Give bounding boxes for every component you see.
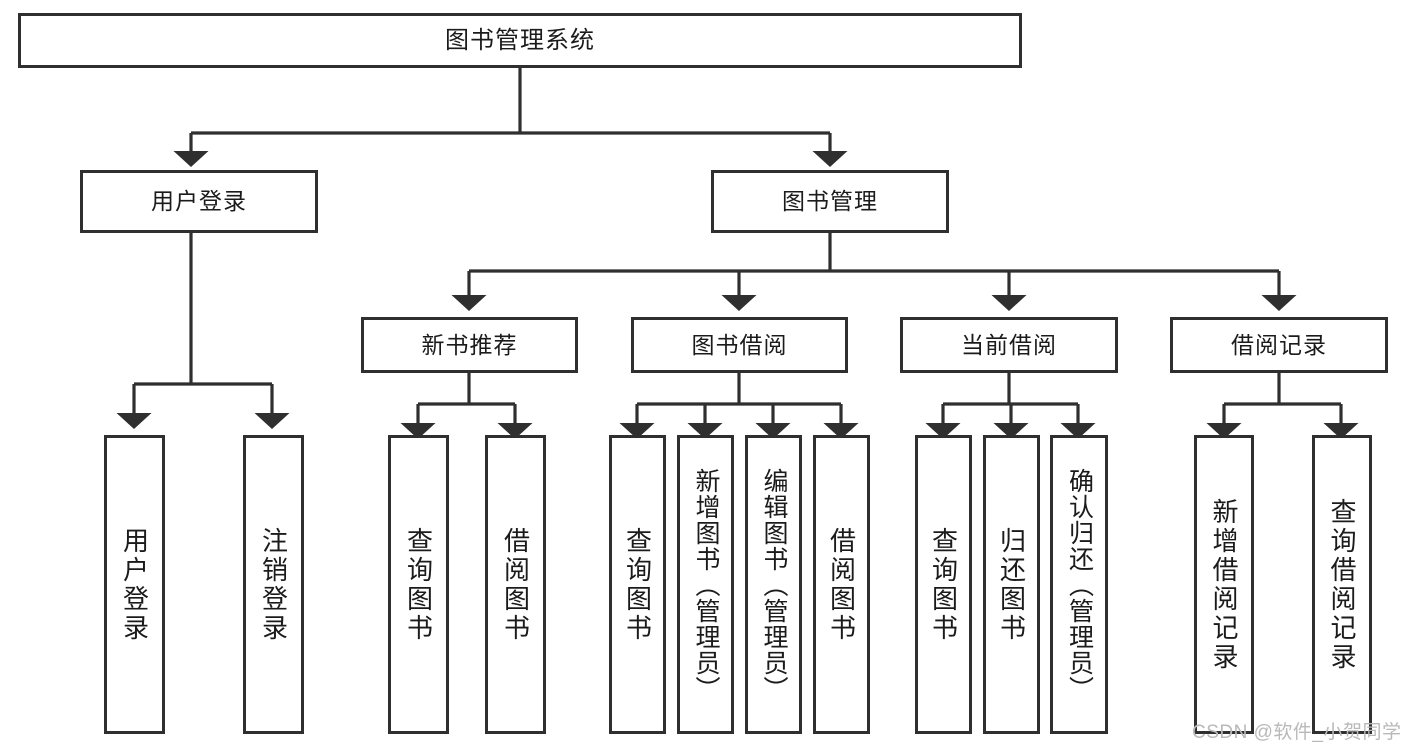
node-label: 确认归还（管理员） xyxy=(1065,467,1094,702)
leaf-logout[interactable]: 注销登录 xyxy=(243,435,304,734)
node-label: 新书推荐 xyxy=(421,331,518,358)
node-book-management[interactable]: 图书管理 xyxy=(711,170,949,233)
node-user-login[interactable]: 用户登录 xyxy=(80,170,318,233)
node-borrowing-record[interactable]: 借阅记录 xyxy=(1170,317,1388,373)
node-book-borrowing[interactable]: 图书借阅 xyxy=(631,317,848,373)
leaf-borrow-book[interactable]: 借阅图书 xyxy=(813,435,870,734)
leaf-edit-book-admin[interactable]: 编辑图书（管理员） xyxy=(745,435,802,734)
node-label: 借阅图书 xyxy=(500,526,531,643)
node-current-borrowing[interactable]: 当前借阅 xyxy=(900,317,1118,373)
node-label: 查询借阅记录 xyxy=(1327,497,1357,672)
watermark-text: CSDN @软件_小贺同学 xyxy=(1192,722,1402,743)
leaf-borrow-book-recommend[interactable]: 借阅图书 xyxy=(485,435,546,734)
leaf-query-book-recommend[interactable]: 查询图书 xyxy=(388,435,449,734)
node-label: 查询图书 xyxy=(622,526,653,643)
leaf-add-borrow-record[interactable]: 新增借阅记录 xyxy=(1194,435,1254,734)
leaf-query-book-borrow[interactable]: 查询图书 xyxy=(609,435,666,734)
node-label: 编辑图书（管理员） xyxy=(760,467,788,702)
node-new-book-recommendation[interactable]: 新书推荐 xyxy=(361,317,578,373)
node-root-book-management-system[interactable]: 图书管理系统 xyxy=(18,13,1022,68)
node-label: 图书管理 xyxy=(782,188,878,215)
leaf-query-book-current[interactable]: 查询图书 xyxy=(915,435,972,734)
node-label: 当前借阅 xyxy=(961,331,1057,358)
node-label: 查询图书 xyxy=(928,526,959,643)
node-label: 注销登录 xyxy=(258,526,289,643)
leaf-confirm-return-admin[interactable]: 确认归还（管理员） xyxy=(1050,435,1108,734)
node-label: 借阅记录 xyxy=(1231,331,1327,358)
leaf-user-login[interactable]: 用户登录 xyxy=(104,435,165,734)
node-label: 借阅图书 xyxy=(826,526,857,643)
leaf-add-book-admin[interactable]: 新增图书（管理员） xyxy=(677,435,734,734)
node-label: 查询图书 xyxy=(403,526,434,643)
node-label: 图书借阅 xyxy=(691,331,788,358)
node-label: 图书管理系统 xyxy=(445,26,595,54)
leaf-return-book[interactable]: 归还图书 xyxy=(983,435,1040,734)
node-label: 新增图书（管理员） xyxy=(692,467,720,702)
leaf-query-borrow-record[interactable]: 查询借阅记录 xyxy=(1312,435,1372,734)
node-label: 用户登录 xyxy=(151,188,247,215)
node-label: 用户登录 xyxy=(119,526,150,643)
node-label: 新增借阅记录 xyxy=(1209,497,1239,672)
node-label: 归还图书 xyxy=(996,526,1027,643)
